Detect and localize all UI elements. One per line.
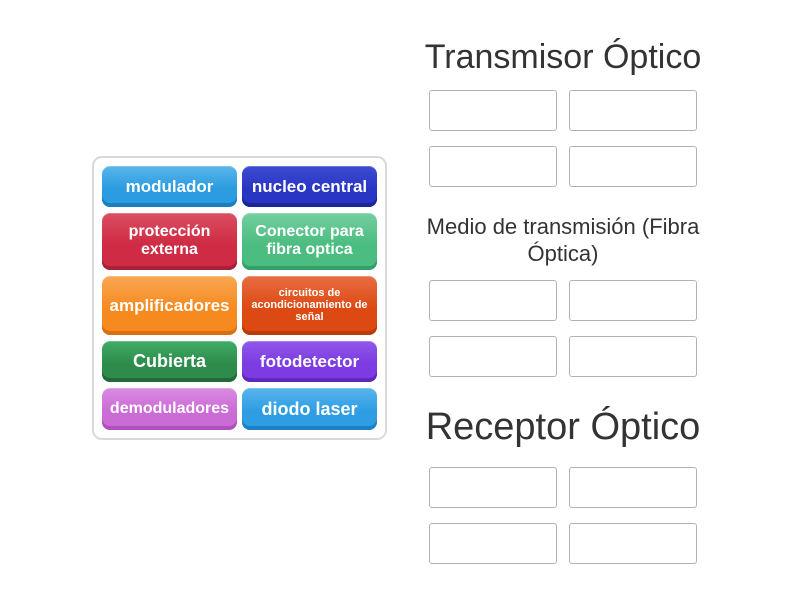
- tile-protecci-n-externa[interactable]: protección externa: [102, 212, 237, 270]
- drop-slot[interactable]: [429, 146, 557, 188]
- drop-slot[interactable]: [429, 523, 557, 565]
- drop-slot[interactable]: [429, 279, 557, 321]
- tile-cubierta[interactable]: Cubierta: [102, 340, 237, 383]
- group-title-transmisor: Transmisor Óptico: [424, 38, 702, 76]
- tile-fotodetector[interactable]: fotodetector: [242, 340, 377, 383]
- tile-conector-para-fibra-optica[interactable]: Conector para fibra optica: [242, 212, 377, 270]
- drop-slot[interactable]: [429, 335, 557, 377]
- drop-slot[interactable]: [429, 90, 557, 132]
- tile-modulador[interactable]: modulador: [102, 166, 237, 207]
- drop-slot[interactable]: [569, 467, 697, 509]
- tile-demoduladores[interactable]: demoduladores: [102, 388, 237, 430]
- drop-slot[interactable]: [569, 335, 697, 377]
- tile-diodo-laser[interactable]: diodo laser: [242, 388, 377, 430]
- group-slots-transmisor: [410, 90, 716, 188]
- tile-amplificadores[interactable]: amplificadores: [102, 276, 237, 335]
- drop-slot[interactable]: [569, 90, 697, 132]
- group-medio-transmision: Medio de transmisión (Fibra Óptica): [410, 213, 716, 377]
- drop-slot[interactable]: [569, 146, 697, 188]
- tile-circuitos-de-acondicionamiento-de-se-al[interactable]: circuitos de acondicionamiento de señal: [242, 276, 377, 335]
- drop-slot[interactable]: [569, 279, 697, 321]
- group-title-receptor: Receptor Óptico: [425, 406, 701, 448]
- tile-nucleo-central[interactable]: nucleo central: [242, 166, 377, 207]
- group-title-medio: Medio de transmisión (Fibra Óptica): [426, 214, 700, 267]
- group-receptor-optico: Receptor Óptico: [410, 404, 716, 565]
- group-slots-receptor: [410, 467, 716, 565]
- drop-slot[interactable]: [569, 523, 697, 565]
- group-slots-medio: [410, 279, 716, 377]
- drop-slot[interactable]: [429, 467, 557, 509]
- group-transmisor-optico: Transmisor Óptico: [410, 36, 716, 188]
